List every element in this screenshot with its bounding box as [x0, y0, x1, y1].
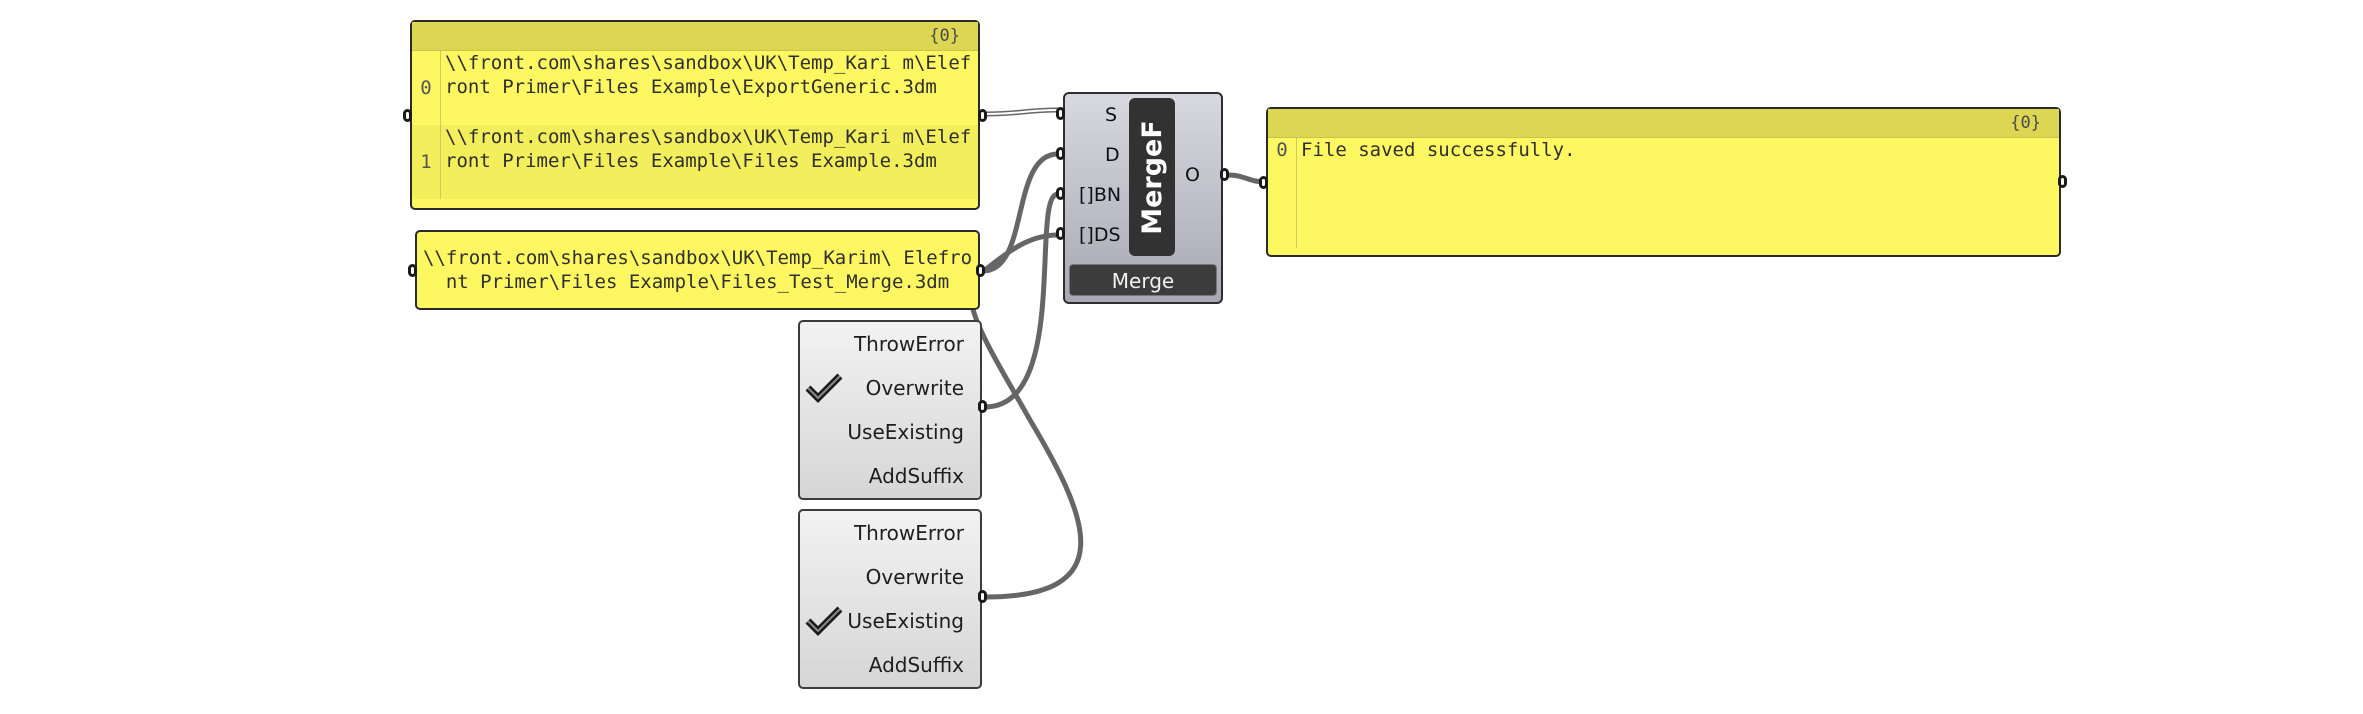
destination-text: \\front.com\shares\sandbox\UK\Temp_Karim… [422, 247, 973, 293]
row-index: 0 [1268, 138, 1297, 248]
component-name: Merge [1069, 264, 1217, 296]
value-list-item[interactable]: UseExisting [800, 410, 980, 454]
panel-row: 1 \\front.com\shares\sandbox\UK\Temp_Kar… [412, 125, 978, 199]
value-list-conflict-mode-1[interactable]: ThrowError Overwrite UseExisting AddSuff… [798, 320, 982, 500]
panel-output-grip[interactable] [978, 109, 987, 122]
panel-destination-path[interactable]: \\front.com\shares\sandbox\UK\Temp_Karim… [415, 230, 980, 310]
item-label: AddSuffix [868, 653, 964, 677]
wire-list1-to-bn [982, 191, 1061, 410]
value-list-conflict-mode-2[interactable]: ThrowError Overwrite UseExisting AddSuff… [798, 509, 982, 689]
merge-files-component[interactable]: S D []BN []DS MergeF O Merge [1063, 92, 1223, 304]
value-list-item[interactable]: ThrowError [800, 322, 980, 366]
panel-header: {0} [412, 22, 978, 51]
panel-row: 0 \\front.com\shares\sandbox\UK\Temp_Kar… [412, 51, 978, 125]
value-list-output-grip[interactable] [978, 400, 987, 413]
row-text: \\front.com\shares\sandbox\UK\Temp_Kari … [445, 52, 972, 98]
value-list-item[interactable]: UseExisting [800, 599, 980, 643]
value-list-item[interactable]: ThrowError [800, 511, 980, 555]
panel-result-count: {0} [2010, 113, 2041, 133]
row-text: File saved successfully. [1301, 139, 1576, 161]
check-icon [805, 373, 843, 403]
item-label: UseExisting [847, 609, 964, 633]
output-grip-o[interactable] [1220, 168, 1229, 181]
value-list-output-grip[interactable] [978, 590, 987, 603]
input-grip-s[interactable] [1056, 107, 1065, 120]
panel-input-grip[interactable] [408, 264, 417, 277]
panel-file-paths[interactable]: {0} 0 \\front.com\shares\sandbox\UK\Temp… [410, 20, 980, 210]
value-list-item[interactable]: Overwrite [800, 555, 980, 599]
output-o: O [1185, 164, 1200, 186]
component-nickname: MergeF [1129, 98, 1175, 256]
panel-output-grip[interactable] [2058, 175, 2067, 188]
row-text: \\front.com\shares\sandbox\UK\Temp_Kari … [445, 126, 972, 172]
wire-files-to-s-inner [984, 109, 1059, 115]
wire-files-to-s-outer [982, 107, 1061, 117]
item-label: AddSuffix [868, 464, 964, 488]
row-index: 1 [412, 125, 441, 199]
item-label: UseExisting [847, 420, 964, 444]
item-label: ThrowError [853, 332, 964, 356]
input-grip-ds[interactable] [1056, 227, 1065, 240]
wire-destination-to-d [980, 151, 1061, 274]
input-s: S [1105, 104, 1118, 126]
row-index: 0 [412, 51, 441, 125]
input-grip-d[interactable] [1056, 147, 1065, 160]
value-list-item[interactable]: AddSuffix [800, 643, 980, 687]
panel-input-grip[interactable] [1259, 176, 1268, 189]
input-d: D [1105, 144, 1120, 166]
nickname-label: MergeF [1136, 119, 1168, 235]
panel-header: {0} [1268, 109, 2059, 138]
panel-row: 0 File saved successfully. [1268, 138, 2059, 248]
item-label: ThrowError [853, 521, 964, 545]
check-icon [805, 606, 843, 636]
item-label: Overwrite [865, 565, 964, 589]
input-bn: []BN [1079, 184, 1122, 206]
panel-path-count: {0} [929, 26, 960, 46]
panel-output-grip[interactable] [976, 264, 985, 277]
panel-merge-result[interactable]: {0} 0 File saved successfully. [1266, 107, 2061, 257]
panel-input-grip[interactable] [403, 109, 412, 122]
item-label: Overwrite [865, 376, 964, 400]
input-ds: []DS [1079, 224, 1121, 246]
value-list-item[interactable]: Overwrite [800, 366, 980, 410]
value-list-item[interactable]: AddSuffix [800, 454, 980, 498]
input-grip-bn[interactable] [1056, 187, 1065, 200]
